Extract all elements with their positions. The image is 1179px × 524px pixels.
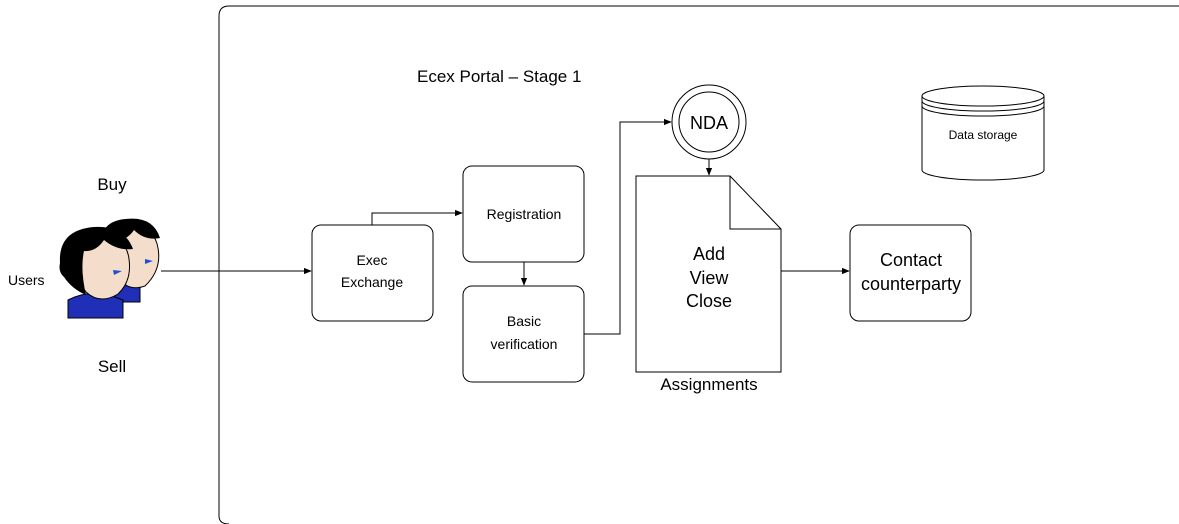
portal-boundary xyxy=(218,5,1179,524)
arrow-verification-to-nda xyxy=(584,118,672,335)
exec-exchange-text-2: Exchange xyxy=(341,274,403,290)
contact-counterparty-text-2: counterparty xyxy=(861,274,961,294)
assignments-doc-line-2: View xyxy=(690,268,730,288)
assignments-document-fold xyxy=(729,176,781,230)
basic-verification-text-2: verification xyxy=(491,336,558,352)
assignments-document xyxy=(635,175,782,373)
sell-label: Sell xyxy=(98,357,126,376)
data-storage-cylinder xyxy=(921,85,1045,181)
assignments-doc-line-1: Add xyxy=(693,244,725,264)
basic-verification-text: Basic xyxy=(507,313,541,329)
users-icon xyxy=(59,218,160,319)
portal-title: Ecex Portal – Stage 1 xyxy=(417,67,581,86)
buy-label: Buy xyxy=(97,175,127,194)
data-storage-text: Data storage xyxy=(949,128,1018,142)
nda-text: NDA xyxy=(690,113,728,133)
contact-counterparty-box xyxy=(849,224,972,322)
exec-exchange-box xyxy=(311,224,434,322)
basic-verification-box xyxy=(462,285,585,383)
assignments-doc-line-3: Close xyxy=(686,291,732,311)
contact-counterparty-text: Contact xyxy=(880,250,942,270)
assignments-label: Assignments xyxy=(660,375,757,394)
arrow-exec-to-registration xyxy=(371,209,463,225)
nda-inner-ring xyxy=(678,91,740,153)
users-label: Users xyxy=(8,272,45,288)
exec-exchange-text: Exec xyxy=(356,252,387,268)
registration-text: Registration xyxy=(487,206,562,222)
